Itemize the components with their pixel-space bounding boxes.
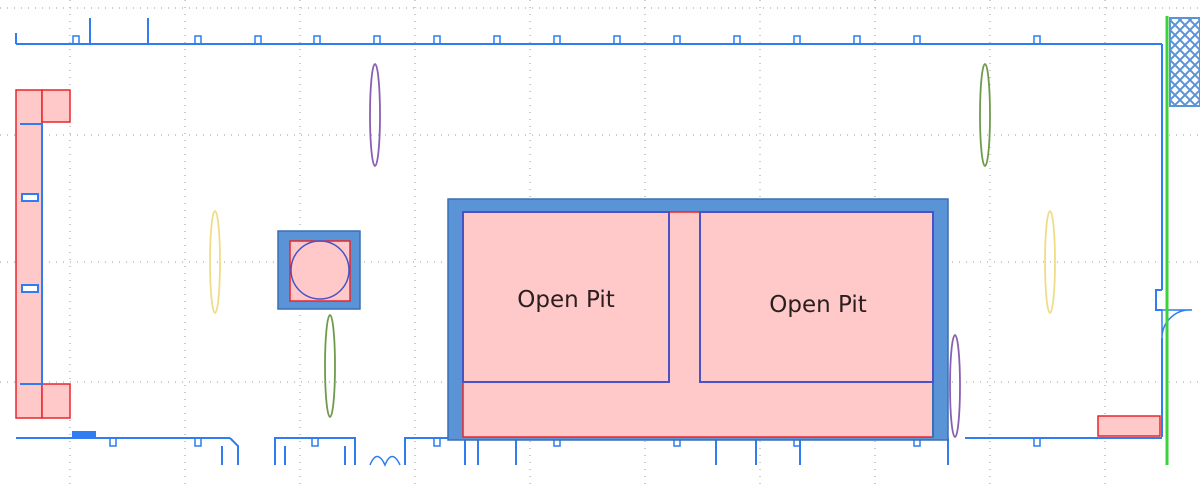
right-wall: [1155, 44, 1193, 437]
marker-yellow: [209, 210, 221, 314]
marker-green: [979, 63, 991, 167]
marker-green: [324, 314, 336, 418]
bottom-right-zone: [1097, 415, 1161, 437]
pit-structure: Open Pit Open Pit: [447, 198, 949, 441]
door-swing-icon: [1161, 309, 1193, 339]
marker-purple: [369, 63, 381, 167]
markers: [209, 63, 1056, 438]
round-column-icon: [277, 230, 361, 310]
open-pit-1-label: Open Pit: [517, 287, 615, 313]
wall-tabs: [72, 35, 1041, 44]
marker-yellow: [1044, 210, 1056, 314]
hatched-panel-icon: [1169, 17, 1200, 107]
open-pit-1: [462, 211, 670, 383]
marker-purple: [949, 334, 961, 438]
open-pit-2-label: Open Pit: [769, 292, 867, 318]
left-zone: [15, 89, 71, 419]
top-wall: [15, 18, 1162, 45]
open-pit-2: [699, 211, 934, 383]
